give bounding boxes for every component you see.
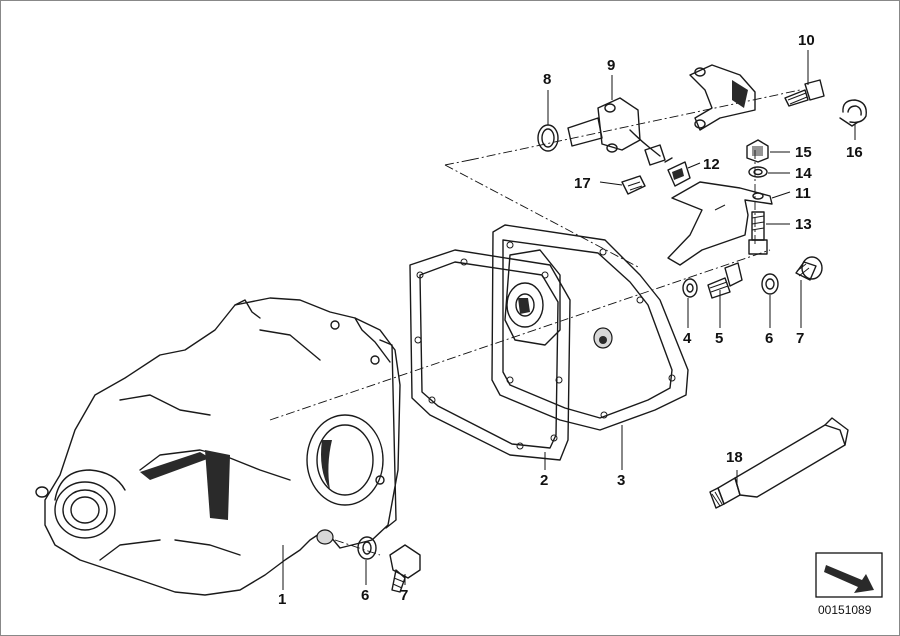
bolt-13: [748, 211, 768, 255]
cable-clip-16: [839, 99, 867, 127]
sealing-ring-lower-6: [357, 536, 377, 560]
leader-lines: [282, 50, 856, 590]
differential-housing: [35, 297, 401, 596]
callout-6-lower: 6: [361, 587, 369, 604]
screw-plug-upper-7: [795, 256, 823, 281]
pulse-transmitter-9: [567, 97, 666, 166]
bolt-upper-5: [707, 262, 743, 299]
sealing-ring-upper-6: [761, 273, 779, 295]
callout-18: 18: [726, 449, 743, 466]
callout-12: 12: [703, 156, 720, 173]
callout-1: 1: [278, 591, 286, 608]
callout-5: 5: [715, 330, 723, 347]
callout-16: 16: [846, 144, 863, 161]
callout-7-lower: 7: [400, 587, 408, 604]
o-ring-8: [537, 124, 559, 152]
direction-arrow-box: [815, 552, 883, 598]
callout-9: 9: [607, 57, 615, 74]
callout-3: 3: [617, 472, 625, 489]
callout-labels: 1 2 3 4 5 6 7 6 7 8 9 10 11 12 13 14 15 …: [278, 32, 863, 608]
washer-upper-4: [682, 278, 698, 298]
sealant-tube-18: [709, 417, 849, 509]
callout-14: 14: [795, 165, 812, 182]
gasket: [409, 249, 571, 461]
bolt-10: [784, 79, 825, 107]
callout-7-upper: 7: [796, 330, 804, 347]
diagram-number: 00151089: [818, 603, 872, 617]
washer-14: [748, 166, 768, 178]
callout-4: 4: [683, 330, 692, 347]
callout-17: 17: [574, 175, 591, 192]
callout-15: 15: [795, 144, 812, 161]
housing-cover: [491, 224, 689, 431]
callout-6-upper: 6: [765, 330, 773, 347]
callout-8: 8: [543, 71, 551, 88]
callout-13: 13: [795, 216, 812, 233]
holder-12: [664, 157, 691, 187]
callout-2: 2: [540, 472, 548, 489]
callout-10: 10: [798, 32, 815, 49]
mounting-bracket-11: [667, 181, 773, 266]
direction-arrow-icon: [824, 565, 874, 593]
screw-plug-lower-7: [389, 544, 421, 593]
callout-11: 11: [795, 185, 811, 202]
holder-17: [621, 175, 646, 195]
nut-15: [746, 139, 769, 163]
cable-bracket: [689, 64, 756, 131]
